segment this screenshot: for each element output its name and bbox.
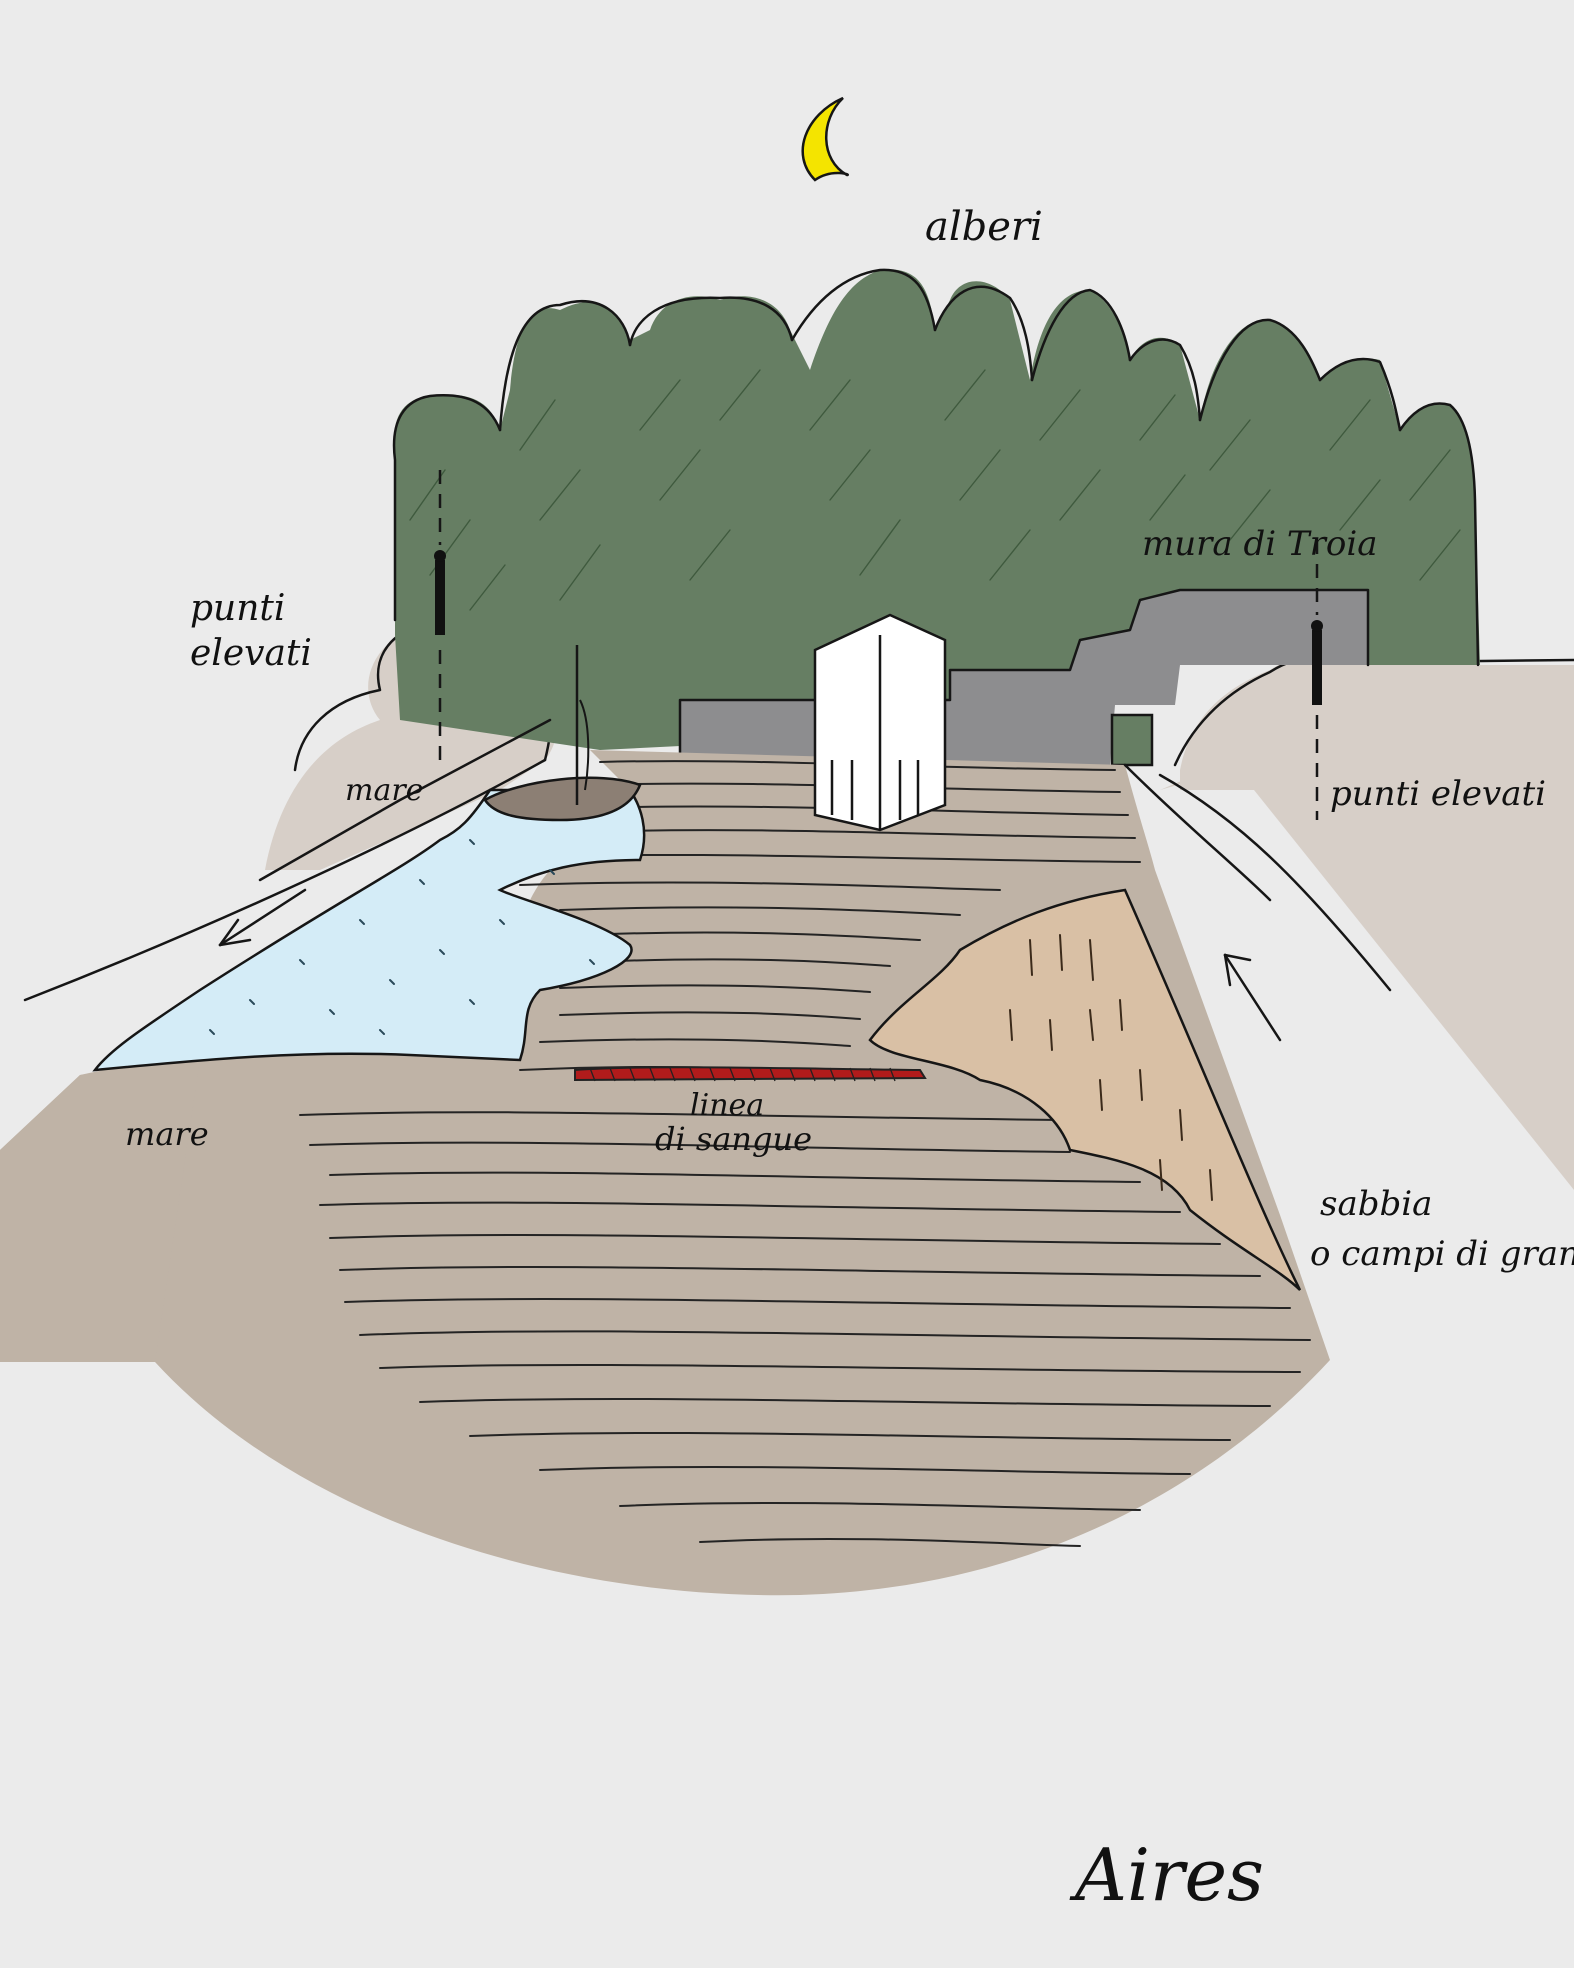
label-blood-line-2: di sangue	[655, 1120, 812, 1158]
right-terrain	[1160, 670, 1574, 1190]
right-road-outer	[1158, 773, 1392, 992]
left-road-lower	[23, 758, 547, 1002]
sand-field	[868, 888, 1302, 1291]
wall-gate	[1110, 713, 1154, 767]
figure-icon	[434, 470, 446, 760]
label-sand-1: sabbia	[1320, 1184, 1432, 1224]
arrow-icon	[218, 888, 307, 947]
label-sea-lower: mare	[125, 1115, 209, 1153]
arrow-icon	[1223, 953, 1282, 1042]
blood-line	[574, 1066, 927, 1082]
label-sand-2: o campi di grano	[1310, 1234, 1574, 1274]
ground-stripes	[299, 760, 1311, 1547]
right-hill	[1180, 652, 1574, 790]
tree-outlines	[392, 268, 1480, 667]
boat-icon	[483, 645, 642, 822]
sea-dots	[209, 839, 595, 1035]
figure-icon	[1311, 540, 1323, 820]
label-elevated-right: punti elevati	[1330, 774, 1546, 814]
label-blood-line-1: linea	[690, 1088, 764, 1123]
label-trees: alberi	[925, 204, 1043, 250]
label-elevated-left-1: punti	[190, 588, 285, 629]
ground-left-edge	[0, 1060, 200, 1362]
label-sea-upper: mare	[345, 773, 423, 808]
left-road-upper	[258, 718, 552, 882]
label-elevated-left-2: elevati	[190, 633, 312, 674]
signature: Aires	[1069, 1833, 1264, 1917]
tower-icon	[813, 613, 947, 832]
moon-icon	[801, 96, 850, 182]
label-walls: mura di Troia	[1142, 524, 1377, 564]
sea-water	[92, 788, 646, 1072]
right-road-inner	[1123, 763, 1272, 902]
sand-strokes	[1009, 934, 1213, 1201]
